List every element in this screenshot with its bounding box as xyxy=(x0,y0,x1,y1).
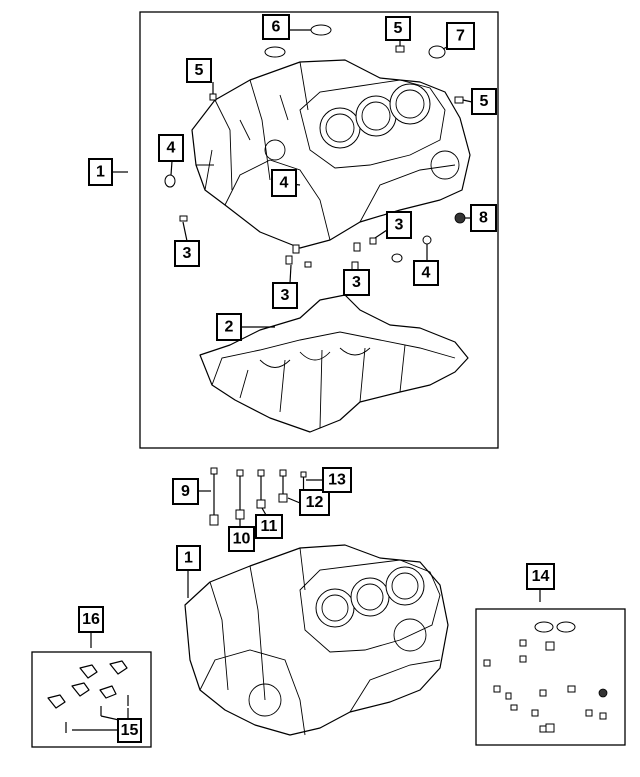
callout-5: 5 xyxy=(385,16,411,41)
callout-label: 10 xyxy=(233,531,251,548)
callout-12: 12 xyxy=(299,489,330,516)
callout-label: 5 xyxy=(480,93,489,110)
kit-16-frame xyxy=(31,651,152,748)
callout-label: 3 xyxy=(395,217,404,234)
callout-label: 8 xyxy=(479,210,488,227)
kit-14-contents xyxy=(483,621,608,733)
upper-assembly-frame xyxy=(139,11,499,449)
callout-label: 14 xyxy=(532,568,550,585)
callout-4: 4 xyxy=(271,169,297,197)
callout-label: 5 xyxy=(394,20,403,37)
callout-3: 3 xyxy=(174,240,200,267)
plug-8 xyxy=(454,212,466,224)
callout-label: 11 xyxy=(261,518,278,535)
callout-label: 3 xyxy=(352,274,361,291)
callout-label: 4 xyxy=(280,175,289,192)
callout-label: 7 xyxy=(456,28,465,45)
kit-16-contents xyxy=(47,660,129,733)
callout-label: 16 xyxy=(82,611,100,628)
bolt-11 xyxy=(256,469,266,509)
callout-16: 16 xyxy=(78,606,104,633)
callout-label: 4 xyxy=(167,140,176,157)
callout-label: 1 xyxy=(184,550,193,567)
dowel-3 xyxy=(179,215,377,271)
callout-label: 3 xyxy=(281,287,290,304)
bolt-9 xyxy=(209,467,219,526)
callout-15: 15 xyxy=(117,718,142,743)
callout-13: 13 xyxy=(322,467,352,493)
callout-label: 4 xyxy=(422,265,431,282)
callout-5: 5 xyxy=(186,58,212,83)
callout-3: 3 xyxy=(386,211,412,239)
callout-label: 5 xyxy=(195,62,204,79)
callout-1-lower: 1 xyxy=(176,545,201,571)
callout-8: 8 xyxy=(470,204,497,232)
callout-4: 4 xyxy=(158,134,184,162)
callout-label: 13 xyxy=(328,472,346,489)
callout-label: 2 xyxy=(225,319,234,336)
callout-label: 6 xyxy=(272,19,281,36)
bedplate-upper xyxy=(199,294,469,433)
callout-label: 9 xyxy=(181,483,190,500)
callout-9: 9 xyxy=(172,478,199,505)
callout-11: 11 xyxy=(255,514,283,539)
callout-2: 2 xyxy=(216,313,242,341)
callout-10: 10 xyxy=(228,526,255,552)
bolt-10 xyxy=(235,469,245,520)
callout-3: 3 xyxy=(343,269,370,296)
bolt-12 xyxy=(278,469,288,503)
callout-label: 12 xyxy=(306,494,324,511)
cylinder-block-upper xyxy=(191,59,471,249)
callout-label: 3 xyxy=(183,245,192,262)
callout-3: 3 xyxy=(272,282,298,309)
callout-1-upper: 1 xyxy=(88,158,113,186)
callout-4: 4 xyxy=(413,260,439,286)
callout-label: 1 xyxy=(96,164,105,181)
callout-5: 5 xyxy=(471,88,497,115)
callout-14: 14 xyxy=(526,563,555,590)
callout-7: 7 xyxy=(446,22,475,50)
callout-label: 15 xyxy=(121,722,139,739)
callout-6: 6 xyxy=(262,14,290,40)
plug-7 xyxy=(428,45,446,59)
cylinder-block-lower xyxy=(184,544,449,736)
kit-14-frame xyxy=(475,608,626,746)
core-plug-6 xyxy=(264,24,332,58)
